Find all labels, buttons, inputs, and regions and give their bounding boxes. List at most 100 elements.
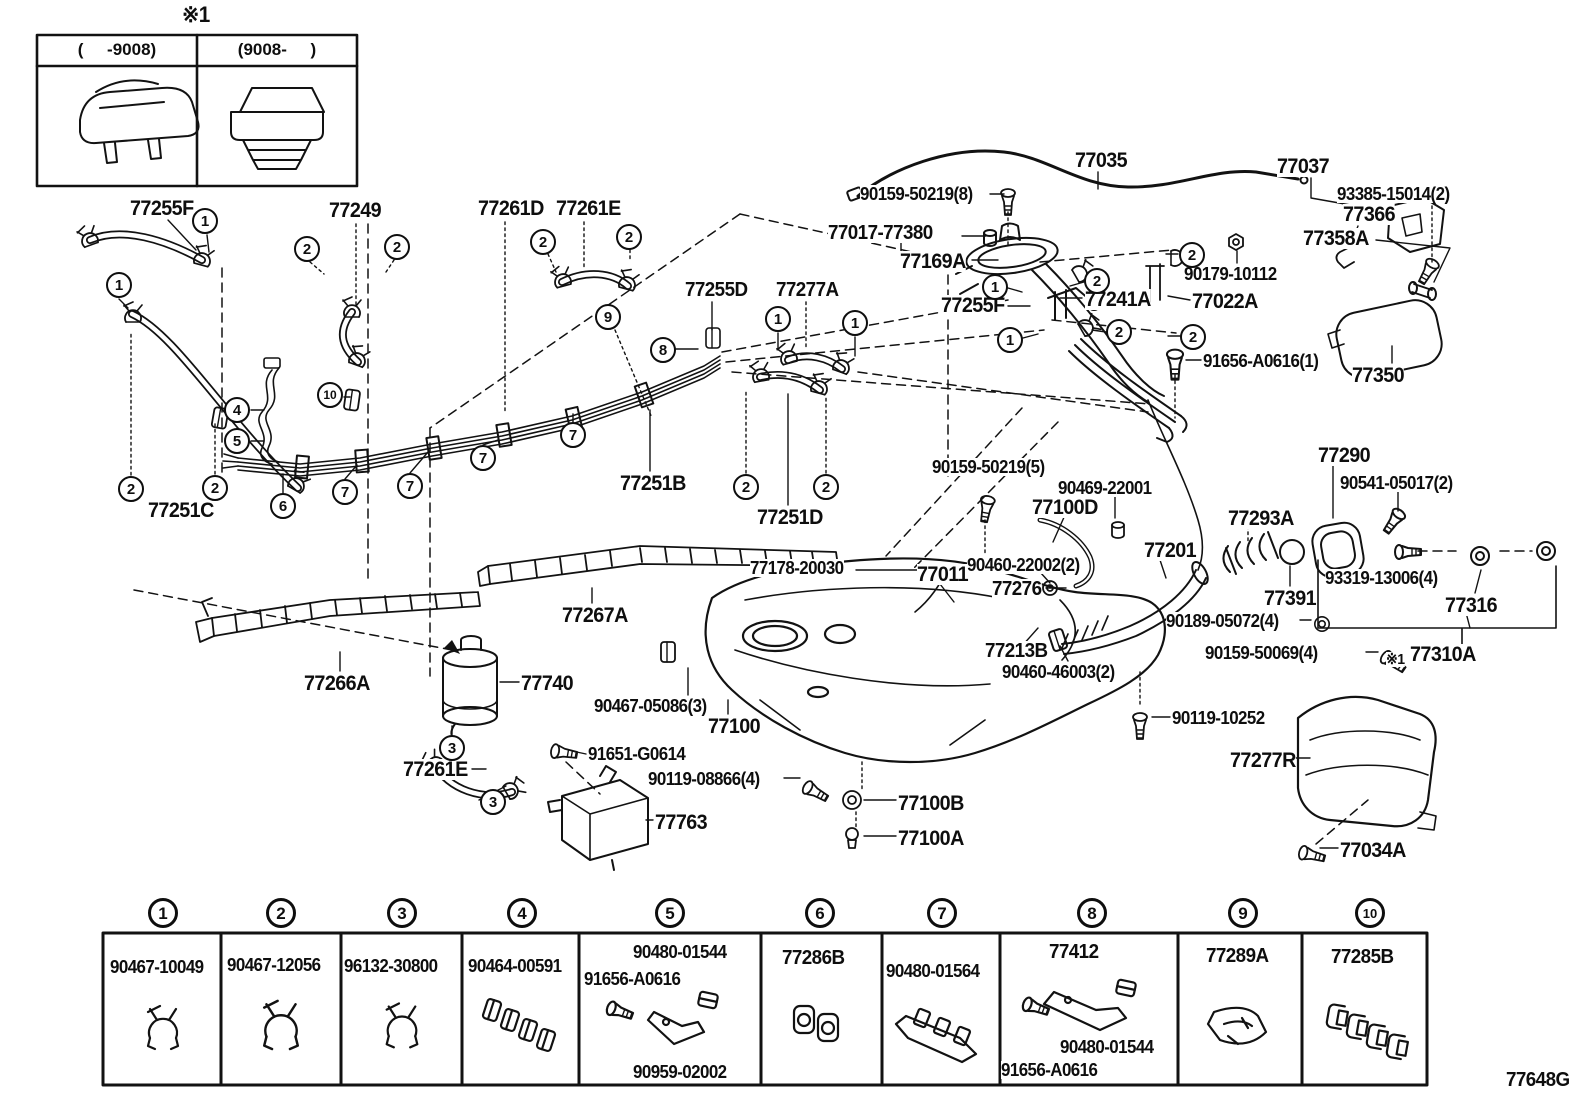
legend-icon-clamp-1 xyxy=(146,1004,180,1051)
part-label: 77763 xyxy=(655,811,708,834)
legend-icons xyxy=(146,978,1409,1064)
legend-part-label: 90467-12056 xyxy=(227,955,321,975)
tube-bundle-drawing xyxy=(222,327,721,480)
legend-part-label: 91656-A0616 xyxy=(1001,1060,1098,1080)
nut-icon xyxy=(1228,233,1244,251)
legend-number: 6 xyxy=(805,898,835,928)
grommet-icon xyxy=(842,790,862,810)
part-label: 90460-22002(2) xyxy=(967,555,1080,575)
part-label: 77017-77380 xyxy=(828,222,933,244)
new-cap-icon xyxy=(230,87,325,170)
part-label: 77011 xyxy=(917,563,969,586)
part-label: 77249 xyxy=(329,199,382,222)
legend-number: 9 xyxy=(1228,898,1258,928)
callout-number: 7 xyxy=(560,422,586,448)
callout-number: 2 xyxy=(1106,319,1132,345)
part-label: 93319-13006(4) xyxy=(1325,568,1438,588)
legend-part-label: 90480-01544 xyxy=(1060,1037,1154,1057)
legend-icon-clamp-6 xyxy=(792,1004,840,1043)
legend-icon-clips-10 xyxy=(1325,1003,1409,1061)
part-label: 90159-50219(8) xyxy=(860,184,973,204)
callout-number: 2 xyxy=(118,476,144,502)
inset-header-new: (9008- ) xyxy=(202,40,352,60)
canister-77740-drawing xyxy=(442,635,498,739)
legend-icon-bracket-clamp-9 xyxy=(1206,1006,1268,1046)
shield-77277R-drawing xyxy=(1296,695,1437,831)
legend-number: 7 xyxy=(927,898,957,928)
callout-number: 2 xyxy=(1084,268,1110,294)
callout-number: 3 xyxy=(439,735,465,761)
legend-icon-clip-rail-7 xyxy=(894,1007,978,1064)
legend-number: 3 xyxy=(387,898,417,928)
legend-number: 2 xyxy=(266,898,296,928)
callout-number: 2 xyxy=(813,474,839,500)
legend-table-frame xyxy=(101,931,1429,1087)
protector-77266A-drawing xyxy=(195,591,481,643)
part-label: 77213B xyxy=(985,640,1048,662)
legend-part-label: 77286B xyxy=(782,947,845,969)
legend-number: 4 xyxy=(507,898,537,928)
callout-number: 10 xyxy=(317,382,343,408)
legend-part-label: 90959-02002 xyxy=(633,1062,727,1082)
legend-part-label: 90480-01564 xyxy=(886,961,980,981)
filler-pipe-drawing xyxy=(1047,399,1557,655)
part-label: 77251B xyxy=(620,472,686,495)
part-label: 77310A xyxy=(1410,643,1476,666)
fuel-tank-drawing xyxy=(704,557,1166,764)
legend-icon-clips-4 xyxy=(481,998,557,1052)
part-label: 77037 xyxy=(1277,155,1330,178)
callout-number: 7 xyxy=(332,479,358,505)
legend-number: 10 xyxy=(1355,898,1385,928)
hose-drawings xyxy=(86,230,1095,800)
callout-number: 2 xyxy=(384,234,410,260)
legend-part-label: 77285B xyxy=(1331,946,1394,968)
legend-part-label: 90467-10049 xyxy=(110,957,204,977)
cap-variants-inset xyxy=(35,33,359,188)
part-label: 77293A xyxy=(1228,507,1294,530)
part-label: ※1 xyxy=(1386,651,1405,668)
callout-number: 2 xyxy=(616,224,642,250)
part-label: 90159-50219(5) xyxy=(932,457,1045,477)
part-label: 77316 xyxy=(1445,594,1498,617)
part-label: 77201 xyxy=(1144,539,1197,562)
legend-part-label: 90464-00591 xyxy=(468,956,562,976)
callout-number: 1 xyxy=(192,208,218,234)
screw-icon xyxy=(1414,255,1442,288)
legend-part-label: 77289A xyxy=(1206,945,1269,967)
callout-number: 4 xyxy=(224,397,250,423)
callout-number: 1 xyxy=(106,272,132,298)
part-label: 90159-50069(4) xyxy=(1205,643,1318,663)
callout-number: 5 xyxy=(224,428,250,454)
part-label: 77267A xyxy=(562,604,628,627)
legend-number: 5 xyxy=(655,898,685,928)
callout-number: 1 xyxy=(997,327,1023,353)
dotted-leaders xyxy=(130,205,1433,829)
part-label: 90460-46003(2) xyxy=(1002,662,1115,682)
part-label: 77391 xyxy=(1264,587,1317,610)
callout-number: 2 xyxy=(294,236,320,262)
part-label: 77740 xyxy=(521,672,574,695)
callout-number: 1 xyxy=(982,274,1008,300)
callout-number: 1 xyxy=(765,306,791,332)
part-label: 90541-05017(2) xyxy=(1340,473,1453,493)
arrowhead xyxy=(444,640,460,654)
part-label: 77169A xyxy=(900,250,966,273)
screw-icon xyxy=(1000,188,1016,216)
screw-icon xyxy=(976,493,997,524)
legend-icon-clamp-2 xyxy=(262,999,300,1051)
part-label: 77266A xyxy=(304,672,370,695)
inset-header-old: ( -9008) xyxy=(42,40,192,60)
legend-icon-bolt-bracket-clip-5 xyxy=(604,990,719,1046)
callout-number: 8 xyxy=(650,337,676,363)
part-label: 91656-A0616(1) xyxy=(1203,351,1319,371)
callout-number: 9 xyxy=(595,304,621,330)
part-label: 77350 xyxy=(1352,364,1405,387)
part-label: 77255F xyxy=(130,197,194,220)
part-label: 77100B xyxy=(898,792,964,815)
part-label: 77255D xyxy=(685,279,748,301)
drain-plug-icon xyxy=(845,827,859,849)
legend-icon-clamp-3 xyxy=(385,1002,419,1049)
valve-77763-drawing xyxy=(547,765,649,871)
part-label: 77251C xyxy=(148,499,214,522)
